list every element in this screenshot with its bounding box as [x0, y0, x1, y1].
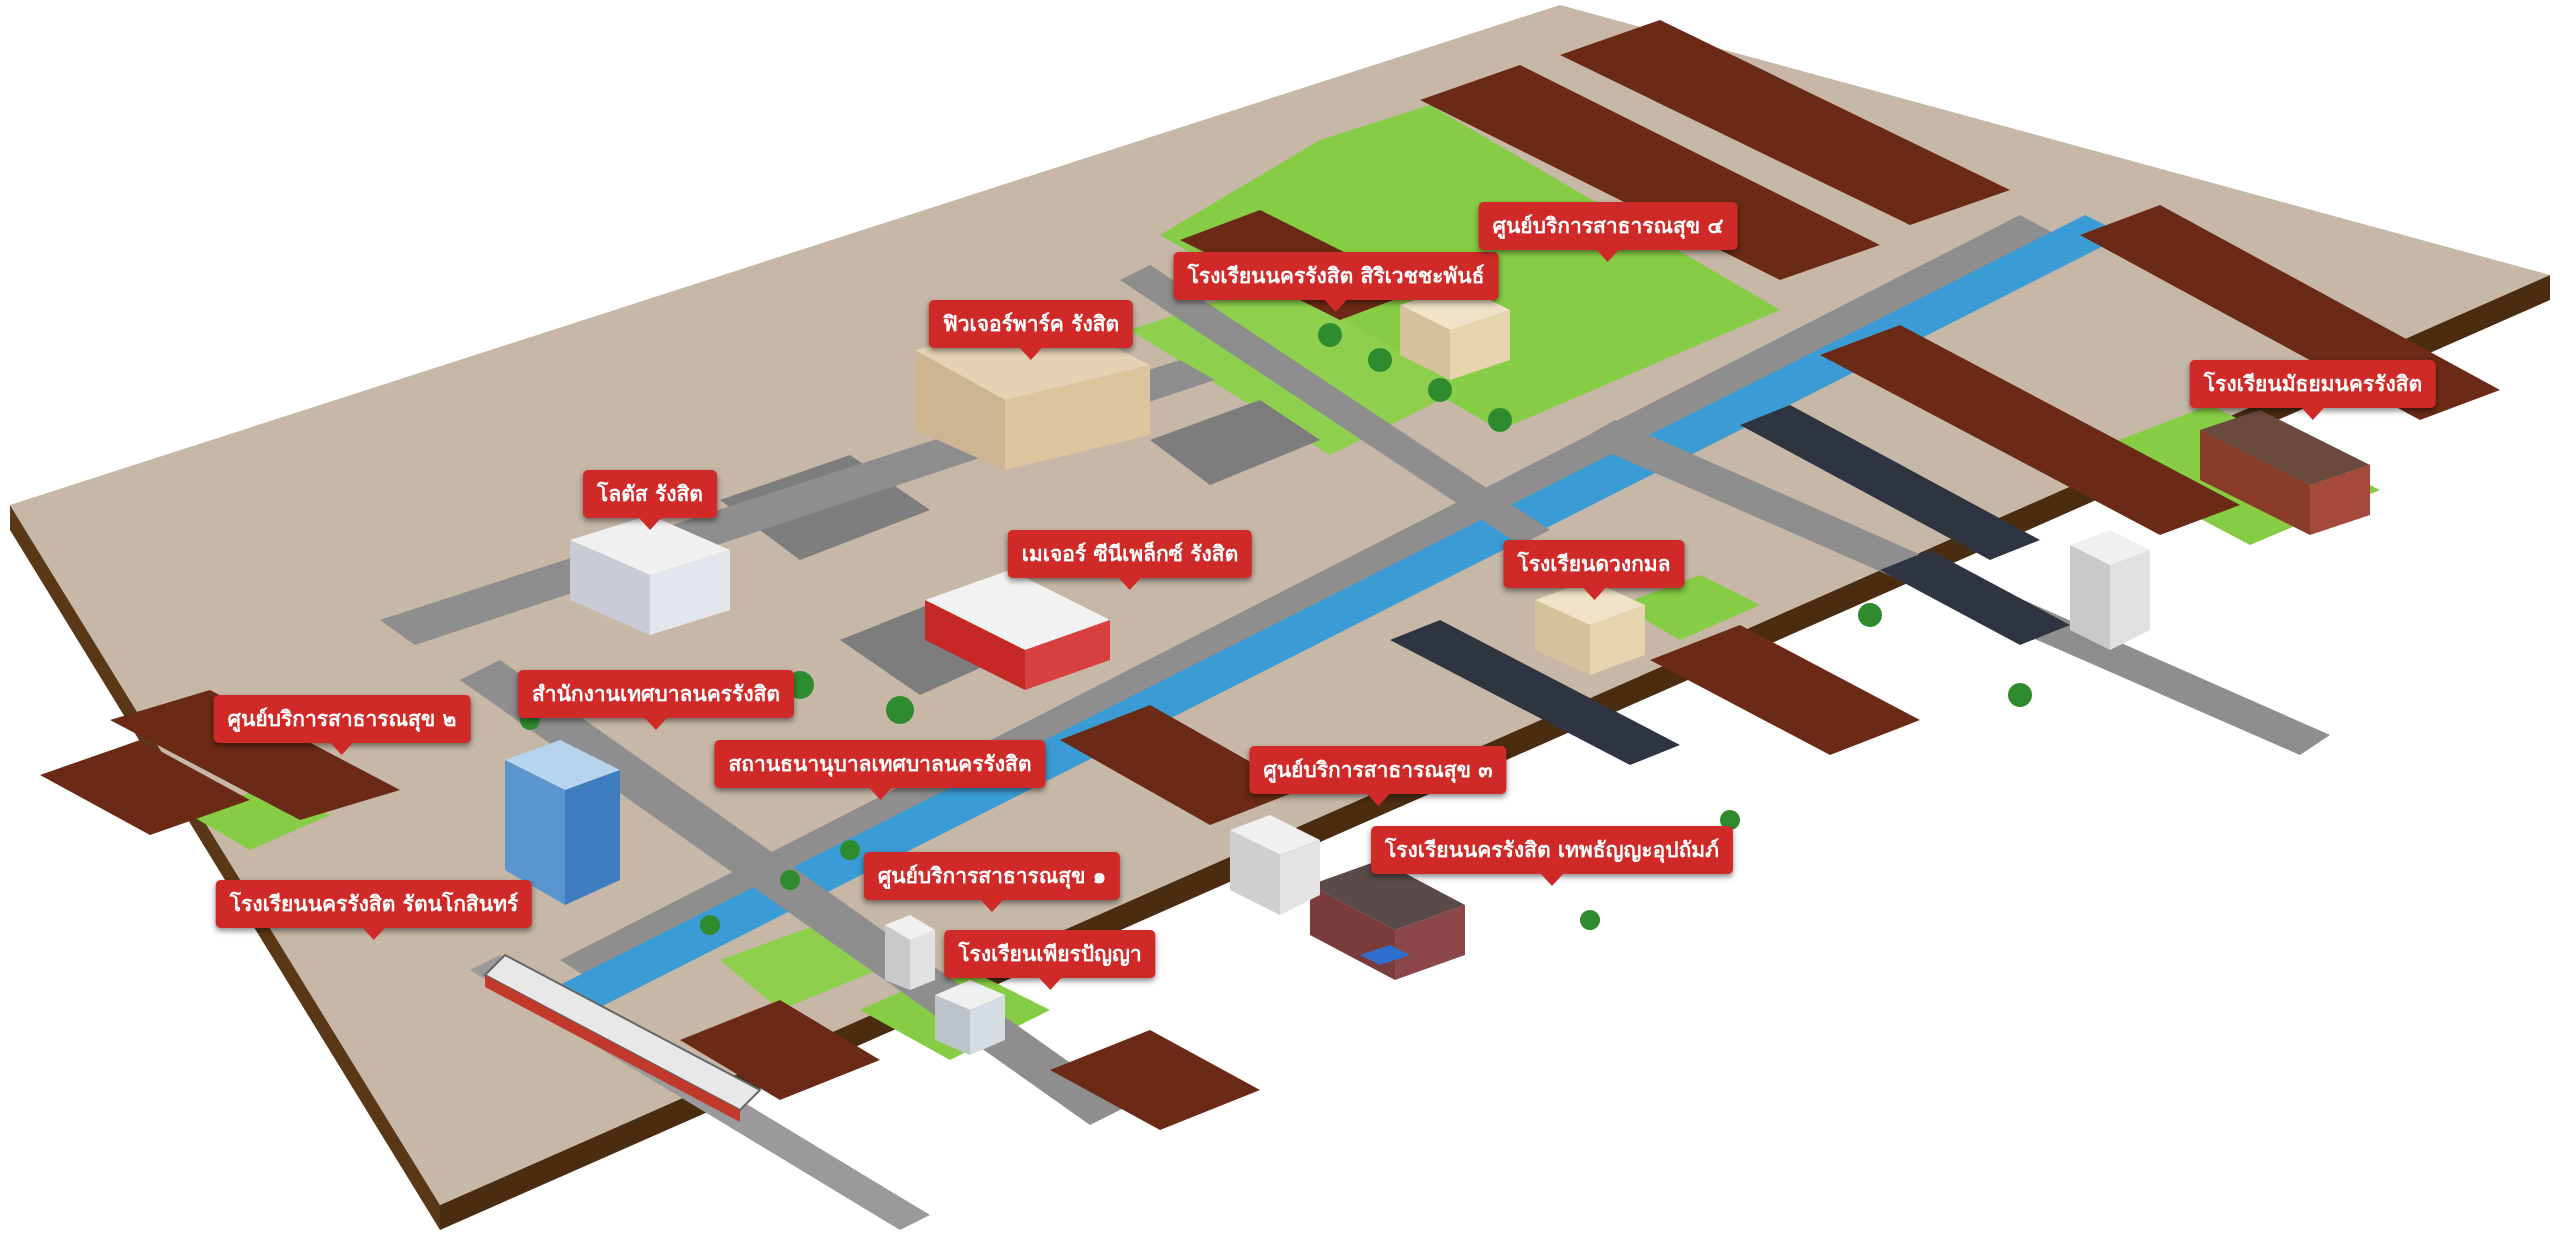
place-label-school-phian[interactable]: โรงเรียนเพียรปัญญา: [944, 930, 1156, 990]
place-label-text: โรงเรียนนครรังสิต เทพธัญญะอุปถัมภ์: [1370, 826, 1734, 874]
building-lotus: [570, 515, 730, 635]
place-label-text: โรงเรียนมัธยมนครรังสิต: [2189, 360, 2437, 408]
place-label-school-thepthanyas[interactable]: โรงเรียนนครรังสิต เทพธัญญะอุปถัมภ์: [1370, 826, 1734, 886]
pin-pointer: [1582, 588, 1605, 600]
place-label-text: โลตัส รังสิต: [583, 470, 717, 518]
parking-lot-future: [1150, 400, 1320, 485]
place-label-lotus[interactable]: โลตัส รังสิต: [583, 470, 717, 530]
place-label-health-3[interactable]: ศูนย์บริการสาธารณสุข ๓: [1249, 746, 1507, 806]
pin-pointer: [1038, 978, 1061, 990]
building-tower-east: [2070, 530, 2150, 650]
pin-pointer: [1019, 348, 1042, 360]
pin-pointer: [362, 928, 385, 940]
place-label-future-park[interactable]: ฟิวเจอร์พาร์ค รังสิต: [928, 300, 1134, 360]
place-label-major[interactable]: เมเจอร์ ซีนีเพล็กซ์ รังสิต: [1007, 530, 1253, 590]
place-label-text: ฟิวเจอร์พาร์ค รังสิต: [928, 300, 1134, 348]
place-label-text: เมเจอร์ ซีนีเพล็กซ์ รังสิต: [1007, 530, 1253, 578]
place-label-text: ศูนย์บริการสาธารณสุข ๔: [1478, 202, 1738, 250]
pin-pointer: [645, 718, 667, 730]
place-label-text: ศูนย์บริการสาธารณสุข ๓: [1249, 746, 1507, 794]
place-label-school-mathayom[interactable]: โรงเรียนมัธยมนครรังสิต: [2189, 360, 2437, 420]
pin-pointer: [1118, 578, 1141, 590]
canal: [530, 215, 2125, 1025]
building-school-duangkamon: [1535, 580, 1645, 675]
place-label-school-rattanakosin[interactable]: โรงเรียนนครรังสิต รัตนโกสินทร์: [215, 880, 533, 940]
place-label-text: โรงเรียนเพียรปัญญา: [944, 930, 1156, 978]
place-label-municipal-office[interactable]: สำนักงานเทศบาลนครรังสิต: [517, 670, 795, 730]
place-label-school-duangkamon[interactable]: โรงเรียนดวงกมล: [1503, 540, 1685, 600]
pin-pointer: [1367, 794, 1389, 806]
place-label-health-4[interactable]: ศูนย์บริการสาธารณสุข ๔: [1478, 202, 1738, 262]
building-major: [925, 570, 1110, 690]
pin-pointer: [1325, 300, 1347, 312]
place-label-text: โรงเรียนดวงกมล: [1503, 540, 1685, 588]
place-label-pawnshop[interactable]: สถานธนานุบาลเทศบาลนครรังสิต: [714, 740, 1046, 800]
building-municipal-office: [505, 740, 620, 905]
place-label-text: สำนักงานเทศบาลนครรังสิต: [517, 670, 795, 718]
place-label-health-1[interactable]: ศูนย์บริการสาธารณสุข ๑: [863, 852, 1121, 912]
pin-pointer: [1540, 874, 1563, 886]
road-north: [1120, 265, 1550, 545]
pin-pointer: [981, 900, 1003, 912]
house-row-dark: [1390, 405, 2070, 765]
pin-pointer: [1597, 250, 1619, 262]
pin-pointer: [868, 788, 891, 800]
place-label-school-siriwet[interactable]: โรงเรียนนครรังสิต สิริเวชชะพันธ์: [1173, 252, 1499, 312]
building-school-mathayom: [2200, 410, 2370, 535]
pin-pointer: [639, 518, 661, 530]
place-label-health-2[interactable]: ศูนย์บริการสาธารณสุข ๒: [213, 695, 471, 755]
building-school-phian: [935, 980, 1005, 1055]
train-icon: [483, 953, 762, 1122]
place-label-text: โรงเรียนนครรังสิต รัตนโกสินทร์: [215, 880, 533, 928]
building-health-3: [1230, 815, 1320, 915]
place-label-text: ศูนย์บริการสาธารณสุข ๑: [863, 852, 1121, 900]
place-label-text: โรงเรียนนครรังสิต สิริเวชชะพันธ์: [1173, 252, 1499, 300]
map-soil-left: [10, 505, 440, 1230]
building-health-1: [885, 915, 935, 990]
place-label-text: ศูนย์บริการสาธารณสุข ๒: [213, 695, 471, 743]
pin-pointer: [330, 743, 353, 755]
pin-pointer: [2301, 408, 2324, 420]
pool-icon: [1360, 945, 1410, 965]
place-label-text: สถานธนานุบาลเทศบาลนครรังสิต: [714, 740, 1046, 788]
grass-mid: [1620, 575, 1760, 640]
